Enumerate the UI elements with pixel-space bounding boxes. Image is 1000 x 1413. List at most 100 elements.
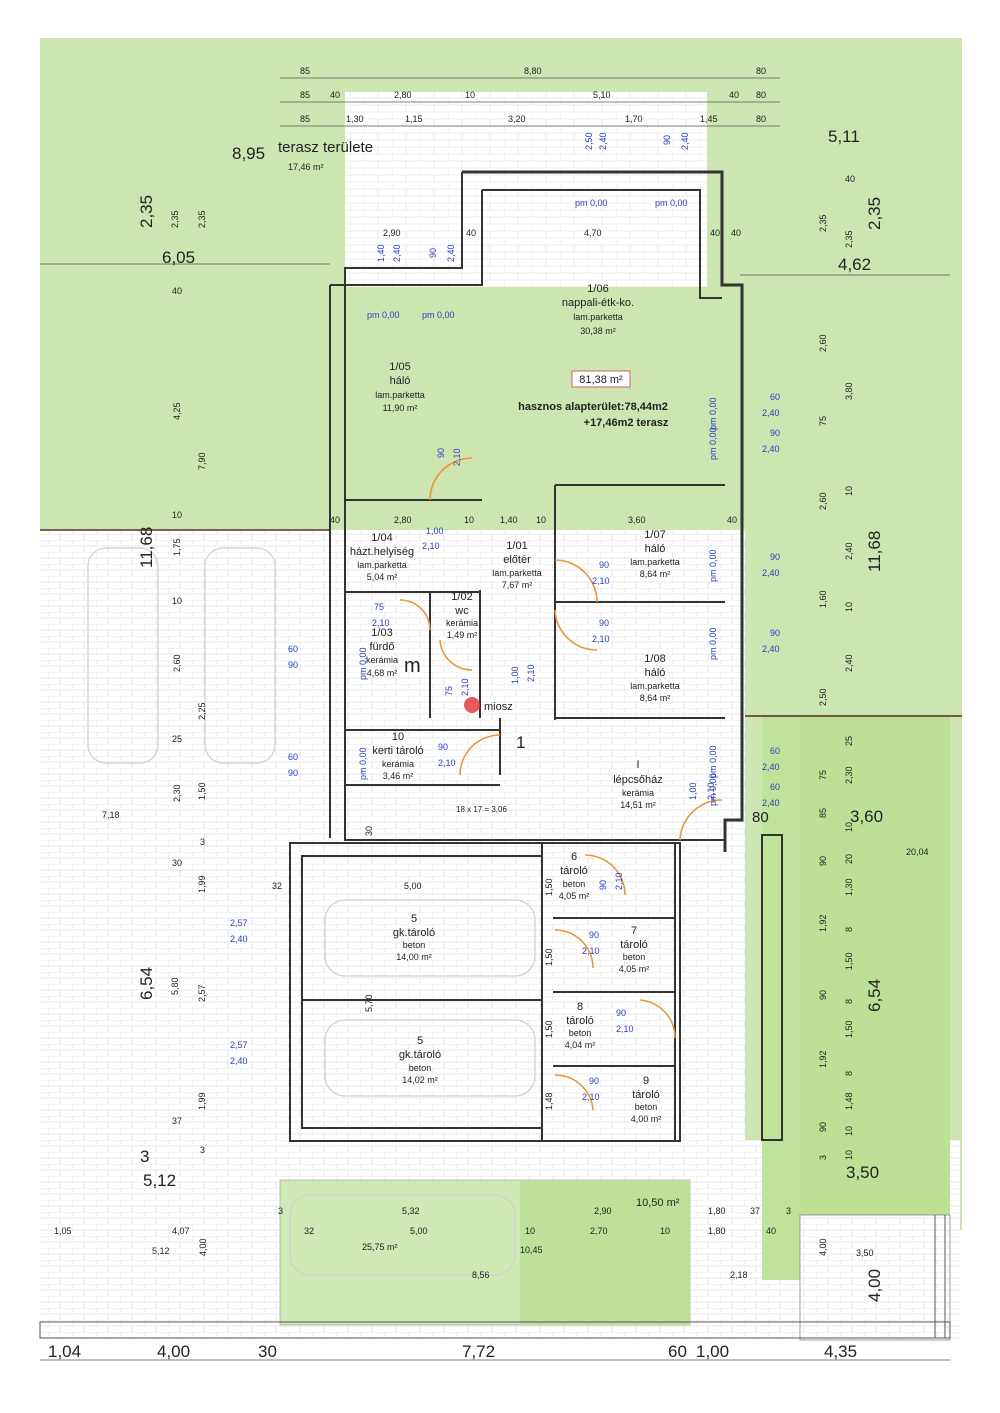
room-1-03: 1/03 fürdő kerámia 4,68 m² [366, 627, 398, 678]
window-dim: 90 [770, 552, 780, 562]
room-name: gk.tároló [393, 927, 435, 939]
room-area: 3,46 m² [383, 771, 414, 781]
room-id: 8 [577, 1001, 583, 1013]
door-dim: 2,10 [592, 634, 610, 644]
door-dim: 2,10 [438, 758, 456, 768]
dim-label: 2,18 [730, 1270, 748, 1280]
dim-label: 4,00 [157, 1342, 190, 1361]
window-dim: 2,40 [230, 1056, 248, 1066]
room-area: 4,04 m² [565, 1040, 596, 1050]
room-storage-6: 6 tároló beton 4,05 m² [559, 851, 590, 901]
level-marker: pm 0,00 [367, 310, 400, 320]
dim-label: 1,15 [405, 114, 423, 124]
dim-label: 1,70 [625, 114, 643, 124]
level-marker: pm 0,00 [358, 747, 368, 780]
dim-label: 1,50 [844, 1020, 854, 1038]
room-floor: beton [623, 952, 646, 962]
dim-label: 5,00 [410, 1226, 428, 1236]
dim-label: 10 [172, 510, 182, 520]
room-10: 10 kerti tároló kerámia 3,46 m² [372, 731, 423, 781]
dim-label: 10 [525, 1226, 535, 1236]
room-name: tároló [560, 865, 588, 877]
dim-label: 20,04 [906, 847, 929, 857]
bottom-fence [39, 1321, 951, 1339]
garage-dims: 1,50 1,50 1,50 1,48 [544, 878, 554, 1110]
door-dim: 2,10 [526, 664, 536, 682]
dim-label: 2,35 [197, 210, 207, 228]
car-outline [87, 547, 159, 764]
dim-label: 3 [140, 1147, 149, 1166]
room-area: 5,04 m² [367, 572, 398, 582]
room-storage-8: 8 tároló beton 4,04 m² [565, 1001, 596, 1050]
dim-label: 4,35 [824, 1342, 857, 1361]
dim-label: 1,60 [818, 590, 828, 608]
door-dim: 90 [599, 560, 609, 570]
dim-label: 2,90 [594, 1206, 612, 1216]
room-floor: lam.parketta [630, 557, 680, 567]
dim-label: 1,75 [172, 538, 182, 556]
level-marker: pm 0,00 [708, 397, 718, 430]
dim-label: 3,20 [508, 114, 526, 124]
dim-label: 1,48 [844, 1092, 854, 1110]
room-name: tároló [566, 1015, 594, 1027]
dim-label: 10 [660, 1226, 670, 1236]
dim-label: 5,70 [364, 994, 374, 1012]
dim-label: 20 [844, 854, 854, 864]
room-area: 11,90 m² [383, 403, 418, 413]
dim-label: 40 [466, 228, 476, 238]
dim-label: 2,10 [422, 541, 440, 551]
dim-label: 80 [756, 90, 766, 100]
total-area: 81,38 m² [579, 374, 623, 386]
door-dim: 2,10 [582, 946, 600, 956]
window-dim: 60 [770, 392, 780, 402]
room-id: 1/07 [644, 529, 665, 541]
room-name: lépcsőház [613, 774, 663, 786]
dim-label: 90 [662, 135, 672, 145]
room-area: 8,64 m² [640, 693, 671, 703]
room-id: 7 [631, 925, 637, 937]
dim-label: 1,00 [426, 526, 444, 536]
room-id: 1/01 [506, 540, 527, 552]
dim-label: 11,68 [865, 531, 884, 572]
room-garage-1: 5 gk.tároló beton 14,00 m² [393, 913, 435, 962]
window-dim: 2,40 [762, 762, 780, 772]
dim-label: 6,54 [137, 967, 156, 1000]
room-id: 1/05 [389, 361, 410, 373]
dim-label: 2,35 [170, 210, 180, 228]
door-dim: 2,10 [452, 448, 462, 466]
room-name: nappali-étk-ko. [562, 297, 634, 309]
room-name: háló [645, 543, 666, 555]
room-area: 4,05 m² [619, 964, 650, 974]
dim-label: 2,40 [446, 244, 456, 262]
room-name: fürdő [369, 641, 394, 653]
dim-label: 5,00 [404, 881, 422, 891]
dim-label: 2,40 [844, 542, 854, 560]
window-dim: 2,40 [762, 798, 780, 808]
window-dim: 2,40 [762, 408, 780, 418]
room-storage-7: 7 tároló beton 4,05 m² [619, 925, 650, 974]
room-area: 7,67 m² [502, 580, 533, 590]
dim-label: 10 [844, 486, 854, 496]
dim-label: 5,12 [152, 1246, 170, 1256]
room-name: háló [390, 375, 411, 387]
room-labels: 1/06 nappali-étk-ko. lam.parketta 30,38 … [350, 283, 680, 1124]
room-id: 1/06 [587, 283, 608, 295]
dim-label: 85 [300, 114, 310, 124]
house-walls [329, 170, 744, 852]
terrace-add: +17,46m2 terasz [584, 417, 669, 429]
dim-label: 2,90 [383, 228, 401, 238]
dim-label: 3 [200, 1145, 205, 1155]
dim-label: 40 [727, 515, 737, 525]
bottom-green-right [520, 1180, 690, 1325]
room-1-07: 1/07 háló lam.parketta 8,64 m² [630, 529, 680, 579]
dim-label: 10 [172, 596, 182, 606]
room-name: házt.helyiség [350, 546, 414, 558]
dim-label: 1 [516, 733, 525, 752]
dim-label: 3 [200, 837, 205, 847]
room-name: gk.tároló [399, 1049, 441, 1061]
room-area: 14,00 m² [396, 952, 432, 962]
dim-label: 2,35 [865, 197, 884, 230]
dim-label: 75 [818, 770, 828, 780]
inner-dimensions: 2,90 4,70 40 40 40 1,40 2,40 90 2,40 2,8… [102, 228, 929, 1012]
terrace-dim: 8,95 [232, 144, 265, 163]
